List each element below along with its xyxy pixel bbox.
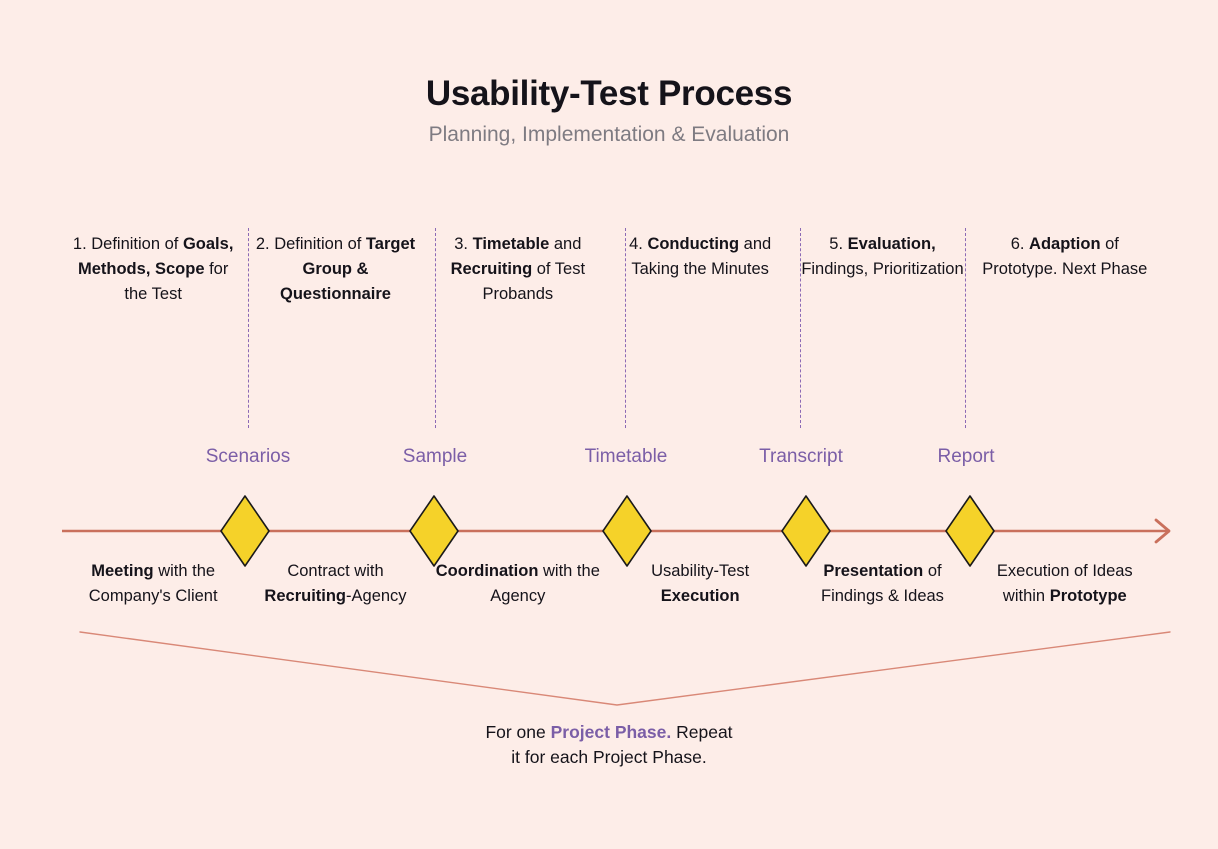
milestone-3-diamond-icon[interactable] (602, 495, 652, 567)
step-1-seg-0: 1. Definition of (72, 235, 183, 253)
divider-1 (248, 228, 249, 428)
step-4-seg-0: 4. (629, 235, 648, 253)
step-2-seg-0: 2. Definition of (255, 235, 366, 253)
step-1: 1. Definition of Goals, Methods, Scope f… (62, 232, 244, 307)
bottom-label-1-seg-1: with the Company's Client (88, 562, 218, 605)
milestone-5-diamond-icon[interactable] (945, 495, 995, 567)
step-4: 4. Conducting and Taking the Minutes (609, 232, 791, 282)
step-6-seg-0: 6. (1010, 235, 1030, 253)
step-3: 3. Timetable and Recruiting of Test Prob… (427, 232, 609, 307)
bottom-label-5-seg-1: of Findings & Ideas (821, 562, 944, 605)
step-5-seg-2: Findings, Prioritization (801, 260, 964, 278)
footer-line-1: For one Project Phase. Repeat (0, 720, 1218, 745)
bottom-label-3-seg-0: Coordination (435, 562, 539, 580)
deliverable-scenarios[interactable]: Scenarios (205, 446, 291, 467)
bottom-label-1-seg-0: Meeting (91, 562, 154, 580)
footer-prefix: For one (485, 722, 551, 742)
bottom-label-4: Usability-Test Execution (609, 559, 791, 609)
page-subtitle: Planning, Implementation & Evaluation (428, 123, 790, 146)
deliverable-sample[interactable]: Sample (402, 446, 468, 467)
step-2: 2. Definition of Target Group & Question… (244, 232, 426, 307)
step-5-seg-0: 5. (829, 235, 848, 253)
divider-3 (625, 228, 626, 428)
bottom-label-2: Contract with Recruiting-Agency (244, 559, 426, 609)
divider-4 (800, 228, 801, 428)
page-title: Usability-Test Process (425, 74, 793, 113)
milestone-1-diamond-icon[interactable] (220, 495, 270, 567)
divider-2 (435, 228, 436, 428)
bottom-label-3: Coordination with the Agency (427, 559, 609, 609)
bottom-label-2-seg-0: Contract with (287, 562, 384, 580)
step-4-seg-1: Conducting (647, 235, 740, 253)
bottom-label-6: Execution of Ideas within Prototype (974, 559, 1156, 609)
bottom-label-1: Meeting with the Company's Client (62, 559, 244, 609)
bottom-label-4-seg-0: Usability-Test (651, 562, 750, 580)
step-3-seg-3: Recruiting (450, 260, 533, 278)
bottom-label-6-seg-0: Execution of Ideas within (996, 562, 1133, 605)
bottom-label-6-seg-1: Prototype (1049, 587, 1127, 605)
divider-5 (965, 228, 966, 428)
step-3-seg-2: and (549, 235, 582, 253)
step-6: 6. Adaption of Prototype. Next Phase (974, 232, 1156, 282)
bottom-label-2-seg-2: -Agency (346, 587, 407, 605)
step-3-seg-0: 3. (454, 235, 473, 253)
step-5: 5. Evaluation, Findings, Prioritization (791, 232, 973, 282)
footer-caption: For one Project Phase. Repeat it for eac… (0, 720, 1218, 770)
step-3-seg-1: Timetable (472, 235, 550, 253)
step-1-seg-1: Goals, Methods, Scope (77, 235, 234, 278)
bottom-label-5: Presentation of Findings & Ideas (791, 559, 973, 609)
deliverable-timetable[interactable]: Timetable (584, 446, 668, 467)
step-5-seg-1: Evaluation, (847, 235, 936, 253)
arrow-right-icon (1154, 518, 1171, 544)
step-row: 1. Definition of Goals, Methods, Scope f… (62, 232, 1156, 307)
bottom-label-3-seg-1: with the Agency (490, 562, 600, 605)
phase-bracket (79, 631, 1171, 706)
milestone-4-diamond-icon[interactable] (781, 495, 831, 567)
footer-suffix: Repeat (671, 722, 733, 742)
step-6-seg-1: Adaption (1029, 235, 1101, 253)
deliverable-report[interactable]: Report (937, 446, 995, 467)
bottom-label-2-seg-1: Recruiting (264, 587, 347, 605)
deliverable-transcript[interactable]: Transcript (759, 446, 843, 467)
bottom-label-4-seg-1: Execution (660, 587, 740, 605)
step-1-seg-2: for the Test (124, 260, 229, 303)
milestone-2-diamond-icon[interactable] (409, 495, 459, 567)
step-4-seg-2: and Taking the Minutes (631, 235, 772, 278)
step-3-seg-4: of Test Probands (482, 260, 586, 303)
step-6-seg-2: of Prototype. Next Phase (982, 235, 1148, 278)
step-2-seg-1: Target Group & Questionnaire (280, 235, 416, 303)
footer-line-2: it for each Project Phase. (511, 747, 707, 767)
bottom-label-5-seg-0: Presentation (823, 562, 924, 580)
footer-accent: Project Phase. (550, 722, 672, 742)
header: Usability-Test Process Planning, Impleme… (0, 72, 1218, 150)
